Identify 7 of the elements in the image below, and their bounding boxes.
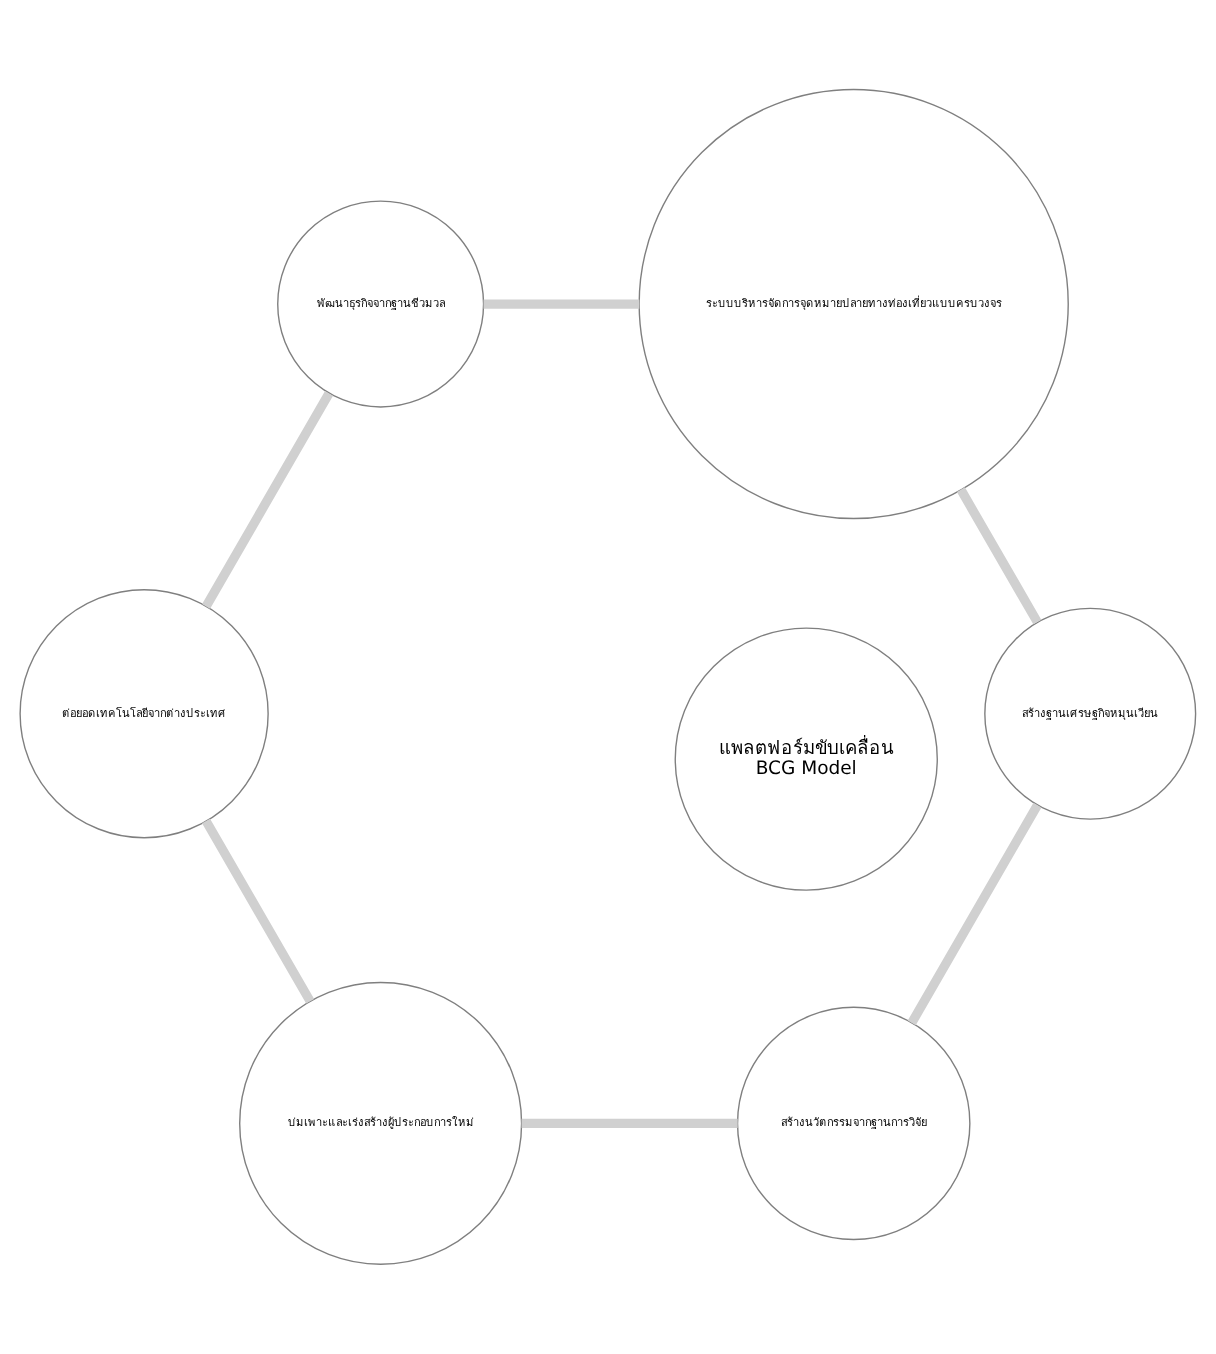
connector <box>202 391 334 609</box>
connector <box>956 487 1042 625</box>
connector <box>907 802 1042 1026</box>
connector <box>521 1118 738 1128</box>
connector <box>202 818 315 1004</box>
connector <box>483 299 640 309</box>
node-circle: แพลตฟอร์มขับเคลื่อน BCG Model <box>674 627 938 891</box>
